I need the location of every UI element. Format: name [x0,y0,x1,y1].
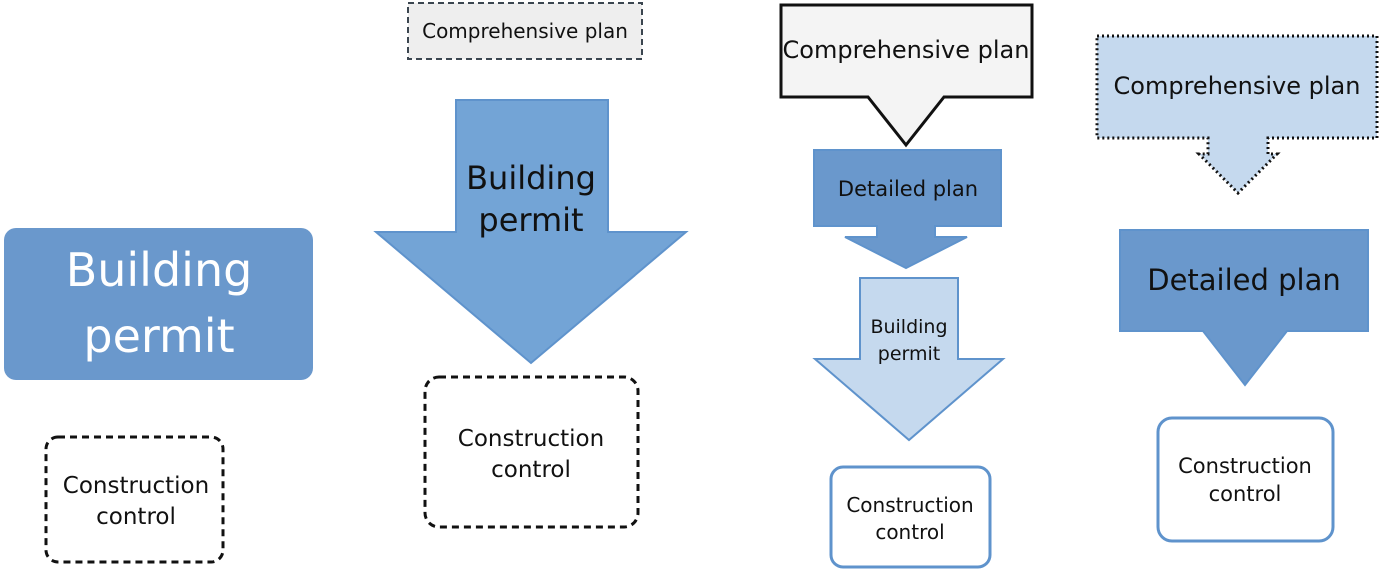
detailed-plan-callout [1119,229,1369,387]
comprehensive-plan-callout [779,3,1034,148]
construction-control-box [44,435,225,564]
construction-control-box [423,375,640,529]
panel-4: Comprehensive plan Detailed plan Constru… [1095,34,1379,543]
building-permit-label-line1: Building [66,243,253,297]
comprehensive-plan-callout [1095,34,1379,196]
building-permit-arrow-label-line1: Building [466,159,596,197]
panel-3: Comprehensive plan Detailed plan Buildin… [779,3,1034,569]
construction-control-label-line2: control [491,457,571,483]
detailed-plan-callout [813,149,1002,270]
construction-control-label-line1: Construction [846,493,973,517]
building-permit-box [4,228,313,380]
comprehensive-plan-box [407,2,643,60]
building-permit-arrow [812,277,1006,442]
construction-control-box [829,465,992,569]
comprehensive-plan-label: Comprehensive plan [1114,72,1361,100]
construction-control-label-line1: Construction [458,426,604,452]
detailed-plan-label: Detailed plan [838,177,978,201]
construction-control-label-line1: Construction [1178,454,1312,478]
construction-control-label-line2: control [875,520,944,544]
construction-control-label-line2: control [1209,482,1282,506]
construction-control-label-line2: control [96,504,176,530]
building-permit-arrow-label-line2: permit [878,343,940,365]
construction-control-label-line1: Construction [63,473,209,499]
construction-control-box [1156,416,1335,543]
comprehensive-plan-label: Comprehensive plan [783,36,1030,64]
panel-1: Building permit Construction control [4,228,313,564]
building-permit-arrow-label-line2: permit [478,201,583,239]
building-permit-label-line2: permit [83,309,234,363]
building-permit-arrow [373,99,689,365]
comprehensive-plan-label: Comprehensive plan [422,19,628,43]
panel-2: Comprehensive plan Building permit Const… [373,2,689,529]
building-permit-arrow-label-line1: Building [870,316,947,338]
detailed-plan-label: Detailed plan [1147,263,1341,297]
